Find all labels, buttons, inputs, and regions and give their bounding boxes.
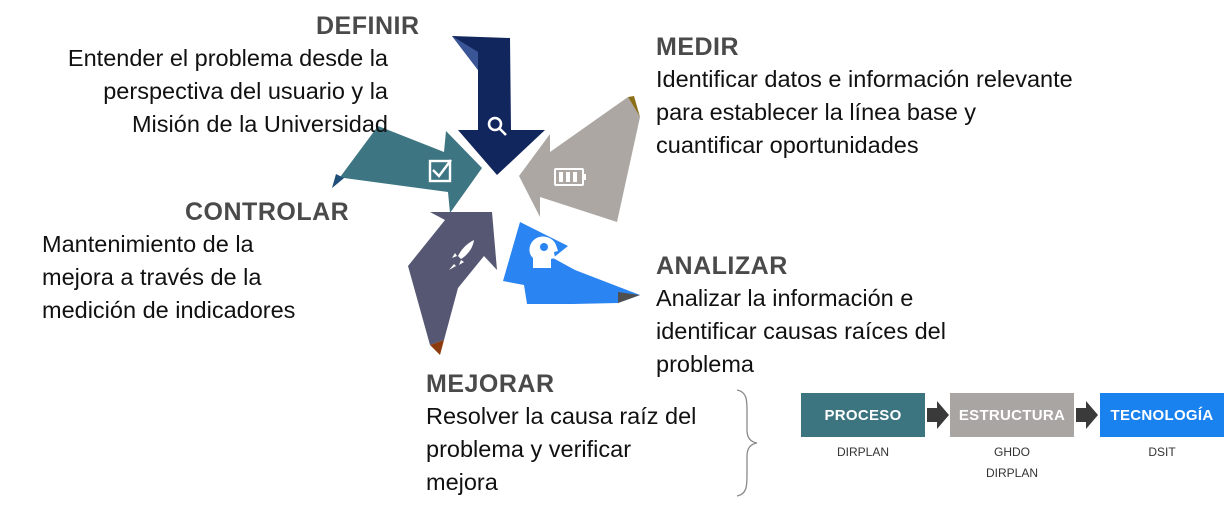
controlar-arrow [332,126,482,213]
analizar-arrow-fold [618,292,640,303]
flow-box-estructura: ESTRUCTURA [950,393,1074,437]
medir-arrow-fold [628,96,640,117]
definir-arrow [452,36,545,175]
medir-description: Identificar datos e información relevant… [656,66,1073,158]
curly-brace [736,389,758,497]
checkbox-icon [428,159,452,183]
definir-description: Entender el problema desde la perspectiv… [67,45,388,137]
medir-title: MEDIR [656,33,740,61]
controlar-description: Mantenimiento de la mejora a través de l… [42,231,296,323]
controlar-arrow-fold [332,174,344,188]
magnifier-icon [487,116,507,136]
flow-sub-estructura: GHDO DIRPLAN [985,445,1038,480]
mejorar-title: MEJORAR [426,370,555,398]
mejorar-description: Resolver la causa raíz del problema y ve… [426,403,697,495]
flow-box-tecnologia: TECNOLOGÍA [1100,393,1224,437]
analizar-arrow [503,222,640,304]
battery-icon [554,168,586,186]
analizar-description: Analizar la información e identificar ca… [656,285,946,377]
definir-arrow-fold [452,36,478,70]
analizar-title: ANALIZAR [656,252,788,280]
flow-sub-proceso: DIRPLAN [836,445,889,459]
controlar-title: CONTROLAR [185,198,350,226]
flow-box-proceso: PROCESO [801,393,925,437]
medir-arrow [519,97,640,222]
definir-title: DEFINIR [316,12,420,40]
mejorar-arrow-fold [430,340,444,355]
flow-sub-tecnologia: DSIT [1148,445,1176,459]
rocket-icon [449,240,474,270]
brain-head-icon [529,236,558,268]
mejorar-arrow [408,212,497,345]
